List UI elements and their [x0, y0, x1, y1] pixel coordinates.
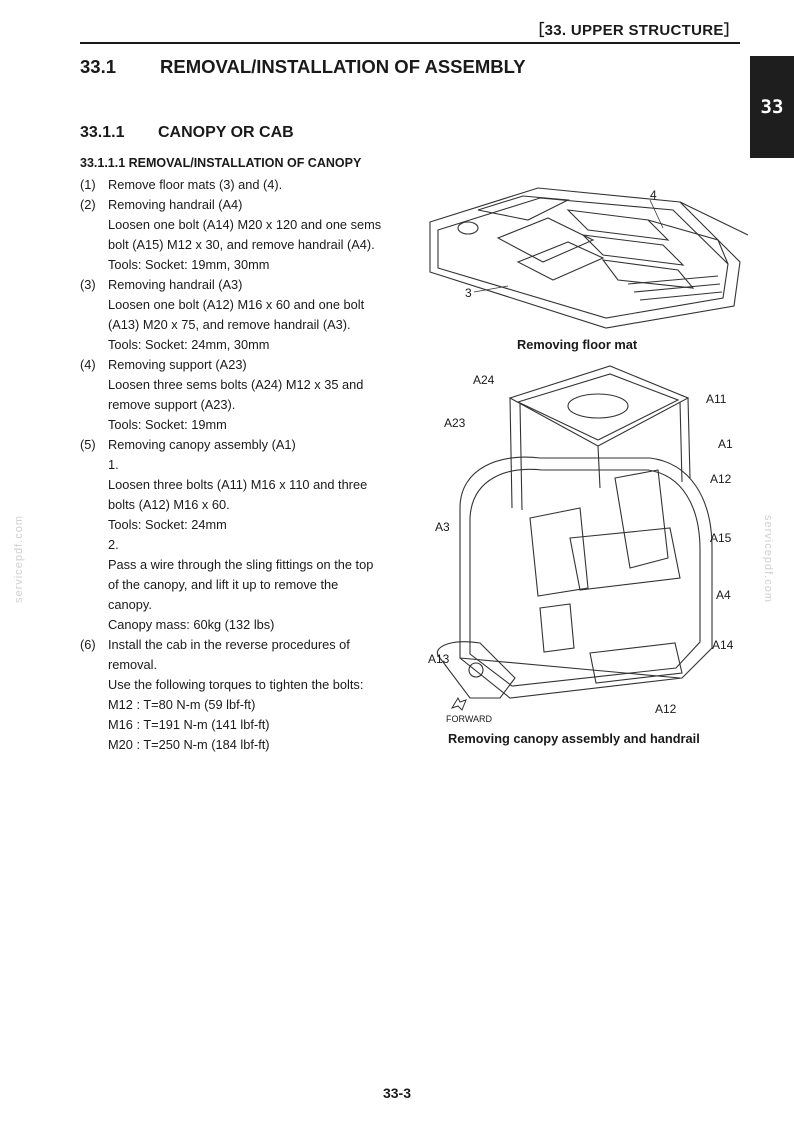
subsection-heading: 33.1.1 CANOPY OR CAB — [80, 124, 294, 142]
subsection-title: CANOPY OR CAB — [158, 124, 294, 141]
watermark-left: servicepdf.com — [13, 515, 25, 603]
forward-label: FORWARD — [446, 714, 492, 724]
chapter-header: ［33. UPPER STRUCTURE］ — [529, 22, 739, 39]
callout-3: 3 — [465, 286, 472, 300]
torque-m16: M16 : T=191 N-m (141 lbf-ft) — [108, 717, 270, 732]
figure-caption-floor-mat: Removing floor mat — [517, 337, 638, 352]
step-text: Removing handrail (A4) — [108, 197, 243, 212]
subsection-number: 33.1.1 — [80, 124, 125, 141]
section-number: 33.1 — [80, 56, 117, 77]
callout-a1: A1 — [718, 437, 733, 451]
step-text: Removing handrail (A3) — [108, 277, 243, 292]
callout-a14: A14 — [712, 638, 734, 652]
substep-number: 1. — [108, 457, 119, 472]
callout-a23: A23 — [444, 416, 466, 430]
step-text: Install the cab in the reverse procedure… — [108, 637, 350, 672]
floor-mat-illustration — [429, 187, 748, 329]
callout-a11: A11 — [706, 392, 727, 406]
page-number: 33-3 — [382, 1085, 412, 1101]
step-text: Removing support (A23) — [108, 357, 247, 372]
callout-a3: A3 — [435, 520, 450, 534]
step-detail: Loosen three sems bolts (A24) M12 x 35 a… — [108, 377, 364, 412]
watermark-right: servicepdf.com — [762, 515, 774, 603]
chapter-tab: 33 — [750, 56, 794, 158]
step-marker: (5) — [80, 437, 96, 452]
step-2: (2) Removing handrail (A4) — [80, 195, 385, 215]
step-3: (3) Removing handrail (A3) — [80, 275, 385, 295]
callout-a12-top: A12 — [710, 472, 732, 486]
header-divider — [80, 42, 740, 44]
callout-a24: A24 — [473, 373, 495, 387]
figure-caption-canopy: Removing canopy assembly and handrail — [448, 731, 700, 746]
procedure-steps: (1) Remove floor mats (3) and (4). (2) R… — [80, 175, 385, 755]
step-detail: Use the following torques to tighten the… — [108, 677, 364, 692]
step-text: Removing canopy assembly (A1) — [108, 437, 296, 452]
step-marker: (2) — [80, 197, 96, 212]
section-heading: 33.1 REMOVAL/INSTALLATION OF ASSEMBLY — [80, 56, 526, 78]
step-mass: Canopy mass: 60kg (132 lbs) — [108, 617, 275, 632]
callout-a12-bottom: A12 — [655, 702, 677, 716]
step-detail: Loosen one bolt (A12) M16 x 60 and one b… — [108, 297, 365, 332]
step-detail: Loosen one bolt (A14) M20 x 120 and one … — [108, 217, 382, 252]
step-marker: (1) — [80, 177, 96, 192]
step-marker: (6) — [80, 637, 96, 652]
step-1: (1) Remove floor mats (3) and (4). — [80, 175, 385, 195]
step-5: (5) Removing canopy assembly (A1) — [80, 435, 385, 455]
forward-arrow-icon — [450, 696, 467, 711]
step-text: Remove floor mats (3) and (4). — [108, 177, 283, 192]
callout-4: 4 — [650, 188, 657, 202]
torque-m12: M12 : T=80 N-m (59 lbf-ft) — [108, 697, 256, 712]
section-title: REMOVAL/INSTALLATION OF ASSEMBLY — [160, 56, 526, 77]
subsubsection-heading: 33.1.1.1 REMOVAL/INSTALLATION OF CANOPY — [80, 156, 362, 170]
step-marker: (3) — [80, 277, 96, 292]
step-detail: Loosen three bolts (A11) M16 x 110 and t… — [108, 477, 368, 512]
callout-a4: A4 — [716, 588, 731, 602]
substep-number: 2. — [108, 537, 119, 552]
torque-m20: M20 : T=250 N-m (184 lbf-ft) — [108, 737, 270, 752]
canopy-assembly-illustration — [437, 365, 713, 699]
step-detail: Pass a wire through the sling fittings o… — [108, 557, 374, 612]
step-marker: (4) — [80, 357, 96, 372]
step-4: (4) Removing support (A23) — [80, 355, 385, 375]
callout-a15: A15 — [710, 531, 732, 545]
step-tools: Tools: Socket: 24mm, 30mm — [108, 337, 270, 352]
callout-a13: A13 — [428, 652, 450, 666]
step-tools: Tools: Socket: 19mm — [108, 417, 227, 432]
step-tools: Tools: Socket: 19mm, 30mm — [108, 257, 270, 272]
step-6: (6) Install the cab in the reverse proce… — [80, 635, 385, 675]
step-tools: Tools: Socket: 24mm — [108, 517, 227, 532]
